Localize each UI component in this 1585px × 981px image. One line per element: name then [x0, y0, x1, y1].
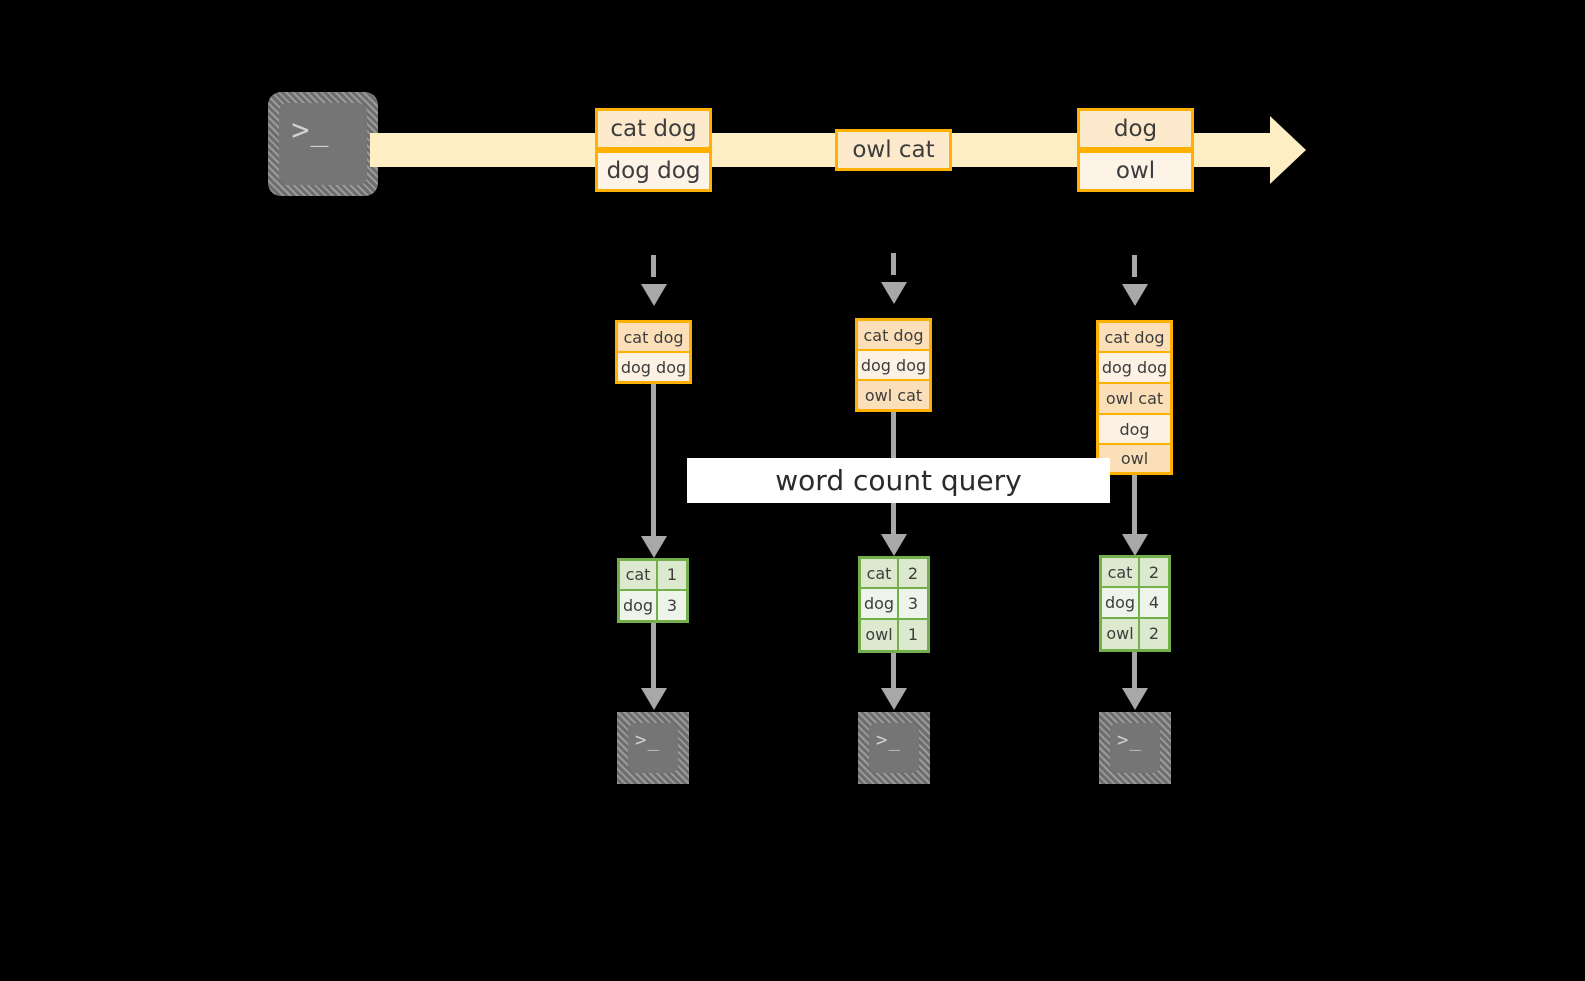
result-table: cat 2 dog 4 owl 2: [1099, 555, 1171, 652]
producer-terminal-screen: >_: [279, 103, 367, 185]
consumer-terminal-prompt: >_: [876, 729, 901, 751]
query-connector-arrowhead: [881, 534, 907, 556]
result-count-cell: 4: [1140, 588, 1168, 617]
query-label-text: word count query: [775, 464, 1022, 497]
snapshot-tap-dash: [1132, 255, 1137, 277]
consumer-terminal-screen: >_: [1110, 723, 1160, 773]
snapshot-tap-dash: [891, 253, 896, 275]
snapshot-event-row: owl cat: [1099, 384, 1170, 415]
consumer-terminal-icon: >_: [1099, 712, 1171, 784]
result-row: cat 1: [620, 561, 686, 591]
snapshot-tap-arrowhead: [1122, 284, 1148, 306]
producer-terminal-prompt: >_: [291, 113, 330, 149]
snapshot-event-row: cat dog: [618, 323, 689, 353]
result-count-cell: 3: [899, 589, 927, 618]
snapshot-event-label: cat dog: [623, 327, 684, 347]
snapshot-tap-dash: [651, 255, 656, 277]
result-count-cell: 3: [658, 590, 686, 620]
output-connector-line: [651, 623, 656, 688]
snapshot-event-label: dog dog: [1101, 358, 1168, 377]
result-row: cat 2: [1102, 558, 1168, 589]
snapshot-event-row: dog dog: [618, 353, 689, 381]
consumer-terminal-screen: >_: [869, 723, 919, 773]
query-label-banner: word count query: [687, 458, 1110, 503]
stream-event-label: cat dog: [610, 116, 697, 142]
snapshot-event-label: cat dog: [1104, 327, 1165, 347]
result-count-cell: 2: [1140, 618, 1168, 649]
consumer-terminal-prompt: >_: [1117, 729, 1142, 751]
snapshot-tap-arrowhead: [881, 282, 907, 304]
result-row: cat 2: [861, 559, 927, 590]
stream-event-box: dog dog: [595, 150, 712, 192]
result-word-cell: owl: [861, 619, 899, 650]
snapshot-event-label: owl: [1120, 449, 1149, 468]
output-connector-line: [891, 653, 896, 688]
snapshot-event-row: dog dog: [1099, 353, 1170, 384]
snapshot-event-row: dog dog: [858, 351, 929, 381]
snapshot-event-stack: cat dog dog dog: [615, 320, 692, 384]
event-stream-arrow-head: [1270, 116, 1306, 184]
snapshot-event-label: dog: [1119, 419, 1150, 439]
query-connector-arrowhead: [641, 536, 667, 558]
snapshot-event-row: dog: [1099, 415, 1170, 445]
snapshot-event-row: cat dog: [858, 321, 929, 351]
stream-event-box: cat dog: [595, 108, 712, 150]
snapshot-tap-arrowhead: [641, 284, 667, 306]
consumer-terminal-screen: >_: [628, 723, 678, 773]
consumer-terminal-prompt: >_: [635, 729, 660, 751]
output-connector-arrowhead: [881, 688, 907, 710]
stream-event-label: dog: [1113, 116, 1158, 142]
query-connector-arrowhead: [1122, 534, 1148, 556]
result-word-cell: owl: [1102, 618, 1140, 649]
result-table: cat 2 dog 3 owl 1: [858, 556, 930, 653]
snapshot-event-label: cat dog: [863, 325, 924, 345]
result-count-cell: 1: [658, 561, 686, 589]
snapshot-event-row: owl cat: [858, 381, 929, 409]
stream-event-box: owl cat: [835, 129, 952, 171]
result-word-cell: dog: [620, 590, 658, 620]
stream-event-label: owl: [1115, 158, 1156, 184]
output-connector-line: [1132, 652, 1137, 688]
result-word-cell: cat: [861, 559, 899, 588]
result-row: owl 2: [1102, 618, 1168, 649]
result-row: owl 1: [861, 619, 927, 650]
snapshot-event-stack: cat dog dog dog owl cat: [855, 318, 932, 412]
result-row: dog 4: [1102, 588, 1168, 619]
stream-event-label: dog dog: [606, 158, 701, 184]
stream-event-box: dog: [1077, 108, 1194, 150]
result-count-cell: 2: [899, 559, 927, 588]
query-connector-line: [651, 384, 656, 536]
output-connector-arrowhead: [641, 688, 667, 710]
result-row: dog 3: [861, 589, 927, 620]
query-connector-line: [1132, 475, 1137, 534]
stream-event-label: owl cat: [852, 137, 935, 163]
snapshot-event-label: dog dog: [860, 355, 927, 375]
snapshot-event-stack: cat dog dog dog owl cat dog owl: [1096, 320, 1173, 475]
result-word-cell: cat: [620, 561, 658, 589]
snapshot-event-label: dog dog: [620, 357, 687, 377]
snapshot-event-label: owl cat: [1105, 389, 1164, 408]
consumer-terminal-icon: >_: [617, 712, 689, 784]
result-table: cat 1 dog 3: [617, 558, 689, 623]
producer-terminal-icon: >_: [268, 92, 378, 196]
result-count-cell: 1: [899, 619, 927, 650]
result-word-cell: dog: [1102, 588, 1140, 617]
result-count-cell: 2: [1140, 558, 1168, 587]
result-row: dog 3: [620, 590, 686, 620]
consumer-terminal-icon: >_: [858, 712, 930, 784]
snapshot-event-row: owl: [1099, 445, 1170, 472]
snapshot-event-label: owl cat: [864, 385, 923, 405]
result-word-cell: dog: [861, 589, 899, 618]
output-connector-arrowhead: [1122, 688, 1148, 710]
result-word-cell: cat: [1102, 558, 1140, 587]
stream-event-box: owl: [1077, 150, 1194, 192]
snapshot-event-row: cat dog: [1099, 323, 1170, 353]
